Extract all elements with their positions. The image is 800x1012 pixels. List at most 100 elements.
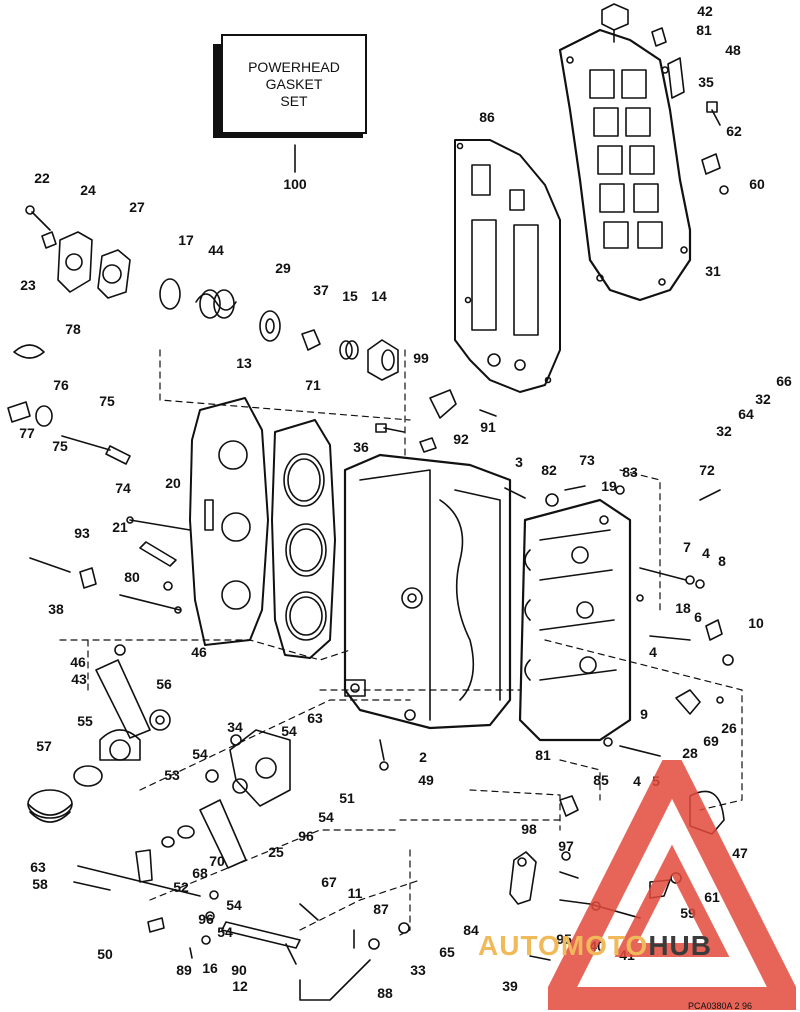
part-number: 95	[556, 931, 572, 947]
part-number: 88	[377, 985, 393, 1001]
part-number: 14	[371, 288, 387, 304]
part-number: 63	[307, 710, 323, 726]
part-number: 54	[192, 746, 208, 762]
part-number: 90	[231, 962, 247, 978]
part-number: 87	[373, 901, 389, 917]
part-number: 89	[176, 962, 192, 978]
part-number: 97	[558, 838, 574, 854]
part-number: 54	[217, 924, 233, 940]
part-number: 54	[281, 723, 297, 739]
part-number: 4	[633, 773, 641, 789]
part-number: 46	[191, 644, 207, 660]
kit-box-label: POWERHEAD GASKET SET	[221, 34, 367, 134]
part-number: 4	[702, 545, 710, 561]
watermark-logo	[548, 760, 796, 1010]
part-number: 54	[226, 897, 242, 913]
part-number: 38	[48, 601, 64, 617]
part-number: 50	[97, 946, 113, 962]
part-number: 53	[164, 767, 180, 783]
part-number: 56	[156, 676, 172, 692]
kit-line-1: POWERHEAD	[248, 58, 340, 75]
part-number: 28	[682, 745, 698, 761]
watermark-text-part2: HUB	[648, 930, 712, 961]
part-number: 77	[19, 425, 35, 441]
part-number: 91	[480, 419, 496, 435]
part-number: 43	[71, 671, 87, 687]
fasteners	[7, 389, 734, 771]
part-number: 99	[413, 350, 429, 366]
part-number: 63	[30, 859, 46, 875]
part-number: 4	[649, 644, 657, 660]
part-number: 22	[34, 170, 50, 186]
part-number: 64	[738, 406, 754, 422]
part-number: 85	[593, 772, 609, 788]
part-number: 39	[502, 978, 518, 994]
part-number: 24	[80, 182, 96, 198]
part-number: 31	[705, 263, 721, 279]
kit-box-bottom	[213, 130, 363, 138]
kit-line-2: GASKET	[265, 75, 323, 92]
part-number: 81	[696, 22, 712, 38]
part-number: 32	[716, 423, 732, 439]
part-number: 61	[704, 889, 720, 905]
thermostat-parts	[13, 205, 399, 381]
part-number: 36	[353, 439, 369, 455]
part-number: 19	[601, 478, 617, 494]
part-number: 96	[298, 828, 314, 844]
part-number: 98	[521, 821, 537, 837]
cylinder-block	[343, 453, 512, 730]
drawing-code: PCA0380A 2 96	[688, 1001, 753, 1011]
part-number: 47	[732, 845, 748, 861]
exhaust-cover-plate	[558, 28, 692, 302]
exhaust-hardware	[601, 3, 729, 195]
part-number: 29	[275, 260, 291, 276]
part-number: 37	[313, 282, 329, 298]
part-number: 42	[697, 3, 713, 19]
part-number: 11	[347, 885, 363, 901]
part-number: 76	[53, 377, 69, 393]
part-number: 7	[683, 539, 691, 555]
part-number: 84	[463, 922, 479, 938]
part-number: 32	[755, 391, 771, 407]
part-number: 73	[579, 452, 595, 468]
part-number: 44	[208, 242, 224, 258]
part-number: 25	[268, 844, 284, 860]
part-number: 8	[718, 553, 726, 569]
part-number: 83	[622, 464, 638, 480]
part-number: 62	[726, 123, 742, 139]
part-number: 13	[236, 355, 252, 371]
part-number: 72	[699, 462, 715, 478]
part-number: 78	[65, 321, 81, 337]
part-number: 27	[129, 199, 145, 215]
crankcase-cover	[518, 498, 632, 742]
part-number: 92	[453, 431, 469, 447]
part-number: 35	[698, 74, 714, 90]
part-number: 65	[439, 944, 455, 960]
alignment-lines	[59, 349, 743, 936]
part-number: 26	[721, 720, 737, 736]
part-number: 74	[115, 480, 131, 496]
part-number: 66	[776, 373, 792, 389]
watermark-text: AUTOMOTOHUB	[478, 930, 712, 962]
part-number: 34	[227, 719, 243, 735]
part-number: 60	[749, 176, 765, 192]
part-number: 71	[305, 377, 321, 393]
part-number: 58	[32, 876, 48, 892]
kit-line-3: SET	[280, 92, 308, 109]
part-number: 96	[198, 911, 214, 927]
part-number: 75	[52, 438, 68, 454]
part-number: 70	[209, 853, 225, 869]
part-number: 9	[640, 706, 648, 722]
part-number: 17	[178, 232, 194, 248]
part-number: 69	[703, 733, 719, 749]
part-number: 82	[541, 462, 557, 478]
part-number: 6	[694, 609, 702, 625]
part-number: 33	[410, 962, 426, 978]
part-number: 18	[675, 600, 691, 616]
part-number: 51	[339, 790, 355, 806]
part-number: 48	[725, 42, 741, 58]
part-number: 86	[479, 109, 495, 125]
part-number: 80	[124, 569, 140, 585]
